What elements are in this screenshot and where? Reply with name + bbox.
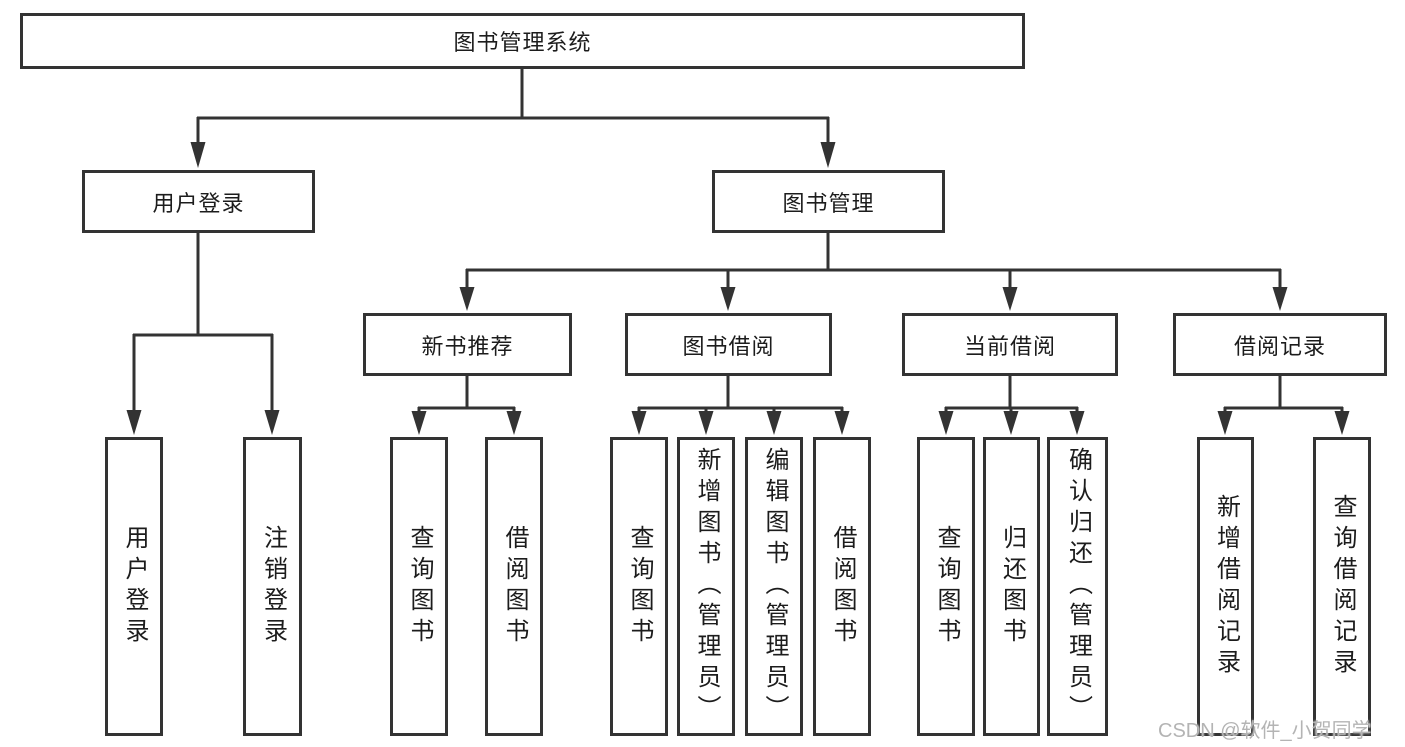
leaf-label: 新增借阅记录 bbox=[1212, 493, 1240, 680]
leaf-label: 用户登录 bbox=[121, 524, 148, 649]
connector-user-login-to-leaves bbox=[132, 233, 274, 412]
arrowheads-book-borrow-leaves bbox=[631, 411, 850, 435]
leaf-label: 编辑图书（管理员） bbox=[761, 447, 788, 726]
leaf-label: 归还图书 bbox=[998, 524, 1026, 649]
leaf-label: 注销登录 bbox=[259, 524, 287, 649]
node-library-management-system: 图书管理系统 bbox=[20, 13, 1025, 69]
arrowheads-new-book-leaves bbox=[411, 411, 522, 435]
node-label: 图书管理 bbox=[782, 190, 875, 216]
arrowheads-level3 bbox=[459, 287, 1288, 311]
connector-book-borrow-to-leaves bbox=[637, 376, 844, 413]
leaf-label: 查询图书 bbox=[933, 524, 960, 649]
leaf-logout: 注销登录 bbox=[243, 437, 302, 736]
node-label: 当前借阅 bbox=[963, 333, 1056, 359]
node-borrow-records: 借阅记录 bbox=[1173, 313, 1387, 376]
leaf-records-query-borrow-record: 查询借阅记录 bbox=[1313, 437, 1371, 736]
leaf-label: 查询图书 bbox=[626, 524, 653, 649]
arrowheads-level2 bbox=[190, 142, 836, 168]
leaf-borrow-edit-books-admin: 编辑图书（管理员） bbox=[745, 437, 803, 736]
connector-current-borrow-to-leaves bbox=[944, 376, 1079, 413]
leaf-label: 查询图书 bbox=[406, 524, 433, 649]
leaf-label: 借阅图书 bbox=[501, 524, 528, 649]
leaf-label: 新增图书（管理员） bbox=[693, 447, 720, 726]
node-book-borrow: 图书借阅 bbox=[625, 313, 832, 376]
connector-borrow-records-to-leaves bbox=[1223, 376, 1344, 413]
connector-new-book-to-leaves bbox=[417, 376, 516, 413]
connector-root-to-level2 bbox=[196, 69, 830, 144]
leaf-current-confirm-return-admin: 确认归还（管理员） bbox=[1047, 437, 1108, 736]
node-current-borrow: 当前借阅 bbox=[902, 313, 1118, 376]
node-new-book-recommend: 新书推荐 bbox=[363, 313, 572, 376]
csdn-watermark: CSDN @软件_小贺同学 bbox=[1158, 720, 1372, 742]
node-label: 图书借阅 bbox=[682, 333, 775, 359]
leaf-newbook-query-books: 查询图书 bbox=[390, 437, 448, 736]
arrowheads-current-borrow-leaves bbox=[938, 411, 1085, 435]
node-book-management: 图书管理 bbox=[712, 170, 945, 233]
leaf-label: 查询借阅记录 bbox=[1329, 493, 1356, 680]
leaf-label: 借阅图书 bbox=[829, 524, 856, 649]
node-user-login: 用户登录 bbox=[82, 170, 315, 233]
leaf-newbook-borrow-books: 借阅图书 bbox=[485, 437, 543, 736]
leaf-current-query-books: 查询图书 bbox=[917, 437, 975, 736]
leaf-borrow-borrow-books: 借阅图书 bbox=[813, 437, 871, 736]
leaf-label: 确认归还（管理员） bbox=[1064, 447, 1092, 726]
node-label: 借阅记录 bbox=[1233, 333, 1326, 359]
arrowheads-user-login-leaves bbox=[126, 410, 280, 435]
connector-book-management-to-level3 bbox=[465, 233, 1282, 289]
arrowheads-borrow-records-leaves bbox=[1217, 411, 1350, 435]
node-label: 新书推荐 bbox=[421, 333, 514, 359]
leaf-borrow-add-books-admin: 新增图书（管理员） bbox=[677, 437, 735, 736]
leaf-user-login: 用户登录 bbox=[105, 437, 163, 736]
leaf-borrow-query-books: 查询图书 bbox=[610, 437, 668, 736]
leaf-records-add-borrow-record: 新增借阅记录 bbox=[1197, 437, 1254, 736]
leaf-current-return-books: 归还图书 bbox=[983, 437, 1040, 736]
node-label: 图书管理系统 bbox=[453, 30, 592, 55]
node-label: 用户登录 bbox=[152, 190, 245, 216]
